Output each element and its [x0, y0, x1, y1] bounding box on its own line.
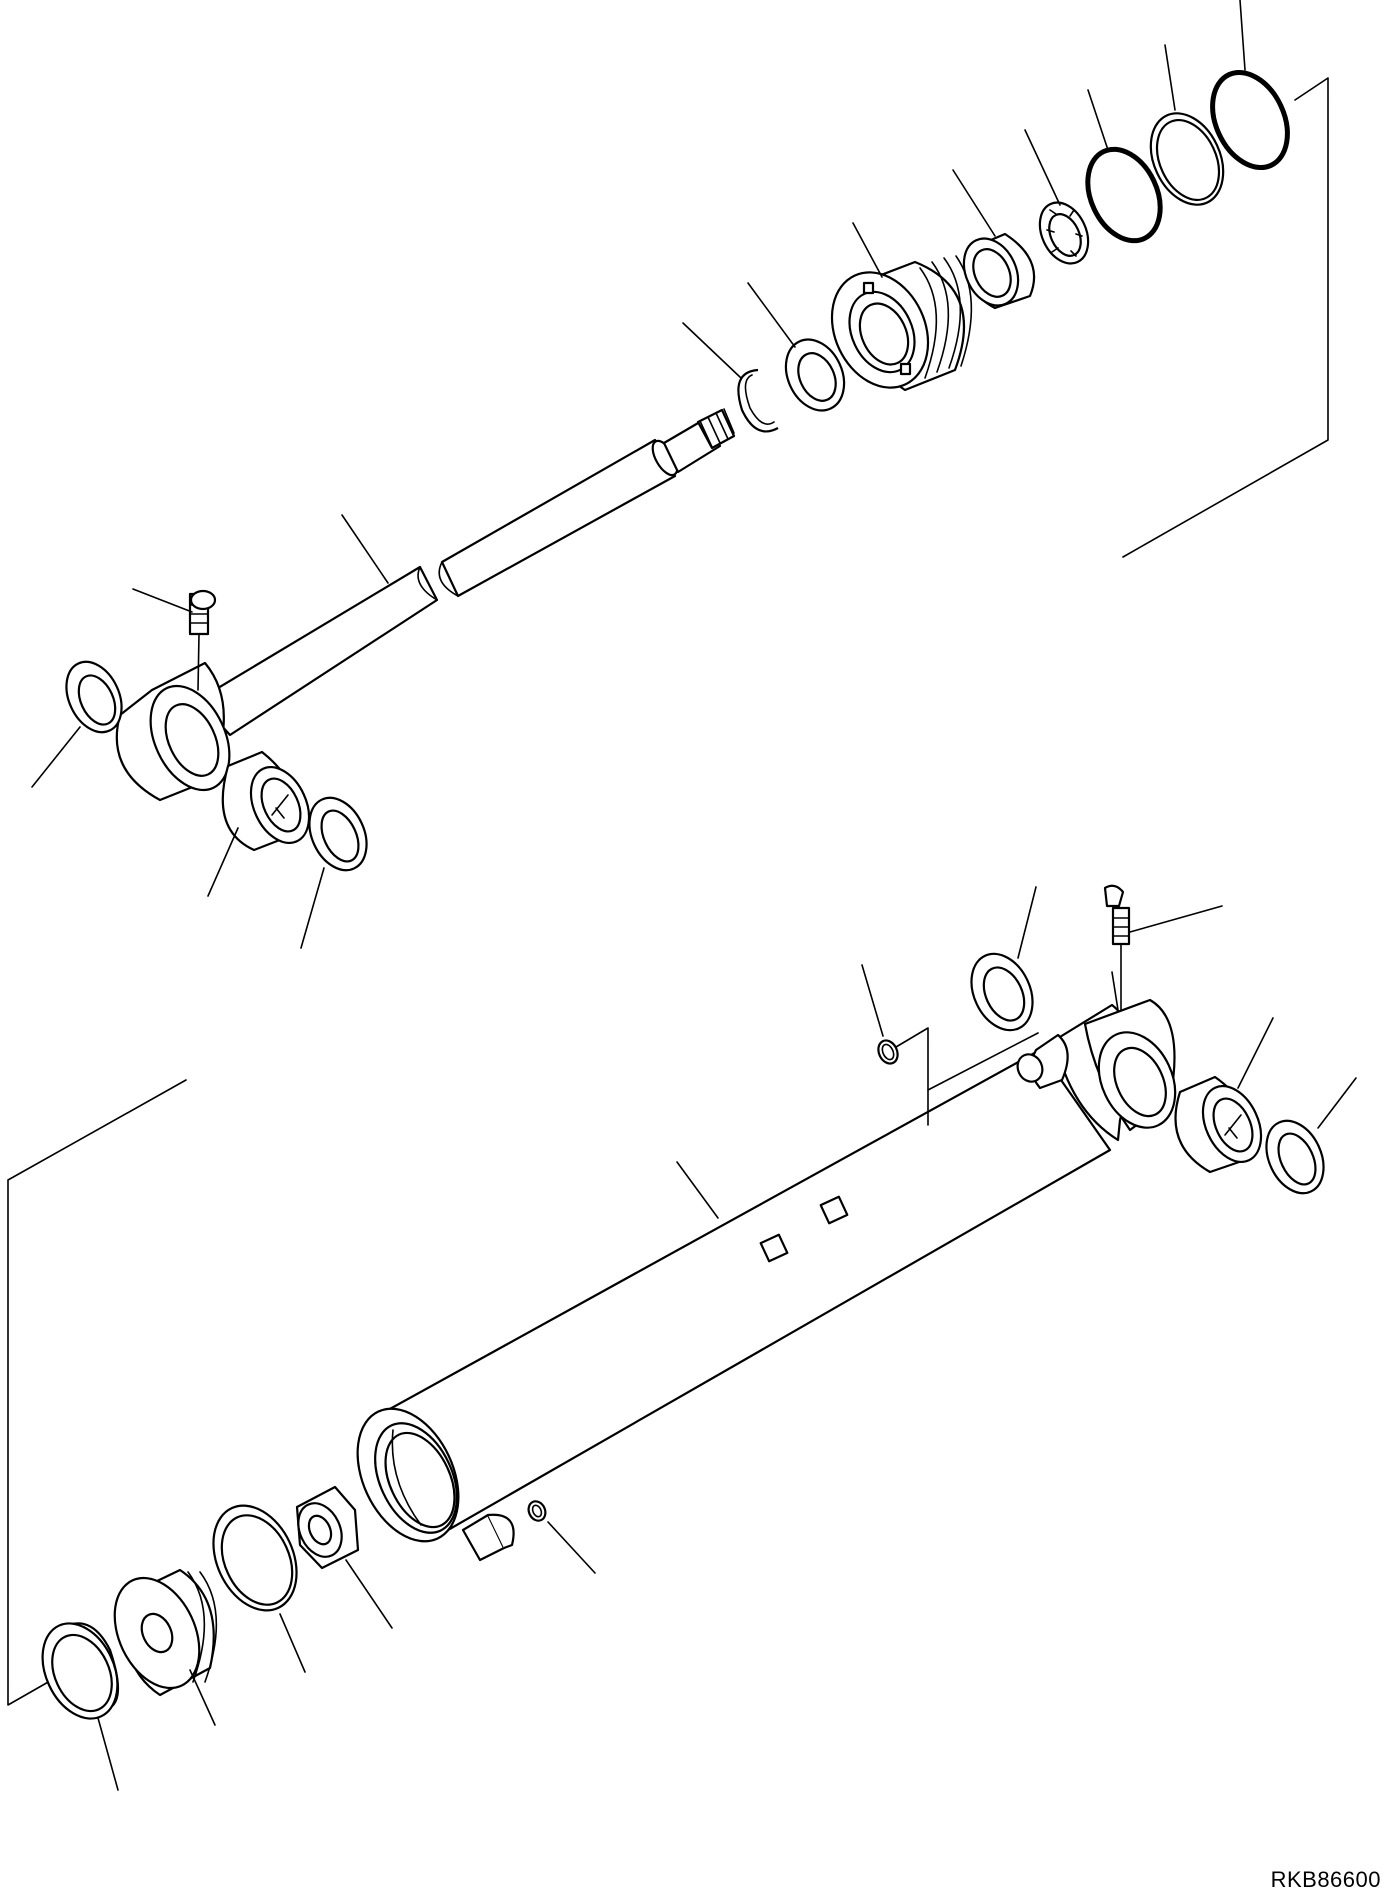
rod-eye [117, 663, 245, 803]
head-side-o-ring [526, 1499, 595, 1573]
lower-assembly-tube [8, 886, 1356, 1790]
upper-assembly-rod [32, 0, 1328, 948]
cylinder-head [814, 223, 972, 403]
grease-fitting-bottom [1105, 886, 1222, 1010]
rod-eye-bushing [208, 752, 320, 896]
cylinder-bottom-eye [1055, 972, 1190, 1140]
piston-nut [290, 1487, 392, 1628]
rod-seal-ring [748, 283, 855, 420]
head-backup-ring [1137, 45, 1237, 216]
lower-group-bracket [8, 1080, 186, 1705]
head-bushing [953, 170, 1034, 314]
dust-seal-bottom-right [1255, 1078, 1356, 1202]
tube-boss-fitting [928, 1033, 1068, 1125]
piston-rod [198, 409, 734, 735]
bottom-eye-bushing [1175, 1018, 1273, 1172]
head-o-ring [1074, 90, 1174, 252]
tube-port-o-ring [862, 965, 928, 1090]
grease-fitting-rod [133, 589, 215, 690]
piston-wear-ring [197, 1492, 312, 1672]
piston [98, 1564, 216, 1725]
drawing-code: RKB86600 [1270, 1867, 1381, 1892]
snap-ring [683, 323, 778, 431]
head-outer-o-ring [1198, 0, 1302, 180]
tube-head-side-port [463, 1515, 514, 1560]
rod-packing [1025, 130, 1097, 271]
cylinder-tube [338, 1050, 1110, 1557]
dust-seal-rod-left [32, 653, 132, 787]
upper-group-bracket [1123, 78, 1328, 557]
piston-seal [28, 1611, 132, 1790]
dust-seal-rod-right [298, 789, 377, 948]
dust-seal-bottom-top [960, 887, 1045, 1040]
